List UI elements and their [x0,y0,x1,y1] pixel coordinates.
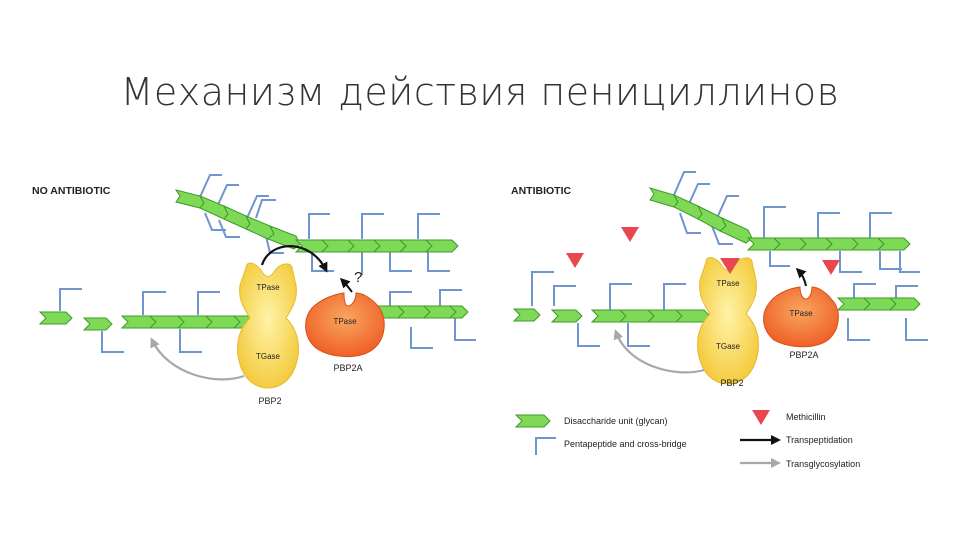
legend-methicillin-label: Methicillin [786,412,826,422]
peptide-stems-right [531,171,928,347]
glycan-chain-upper-right [648,187,911,251]
legend-peptide: Pentapeptide and cross-bridge [535,437,687,455]
transglycosylation-arrow-right [613,329,705,374]
pbp2-tgase-label-right: TGase [716,342,741,351]
glycan-swatch [514,414,551,428]
panel-antibiotic: ANTIBIOTIC [511,171,928,388]
panel-heading-antibiotic: ANTIBIOTIC [511,185,571,197]
pbp2-enzyme-right: TPase TGase PBP2 [697,257,759,388]
legend-transpeptidation: Transpeptidation [740,435,853,445]
pbp2a-enzyme-right: TPase PBP2A [763,286,839,360]
transpeptidation-arrow-pbp2 [260,245,328,273]
methicillin-triangle [621,227,639,242]
question-mark: ? [354,269,362,286]
pbp2a-name-label-right: PBP2A [789,350,818,360]
slide-title: Механизм действия пенициллинов [120,70,840,114]
panel-no-antibiotic: NO ANTIBIOTIC [32,174,476,406]
methicillin-triangle [822,260,840,275]
pbp2-tpase-label: TPase [256,283,280,292]
glycan-chain-lower-right [512,297,921,323]
methicillin-triangle [720,258,740,274]
legend-glycan-label: Disaccharide unit (glycan) [564,416,668,426]
legend: Disaccharide unit (glycan) Pentapeptide … [514,410,860,469]
pbp2-name-label-right: PBP2 [720,378,743,388]
pbp2-name-label: PBP2 [258,396,281,406]
methicillin-swatch [752,410,770,425]
pbp2-tpase-label-right: TPase [716,279,740,288]
glycan-chain-upper-left [174,189,459,253]
panel-heading-no-antibiotic: NO ANTIBIOTIC [32,185,111,197]
methicillin-triangle [566,253,584,268]
transpeptidation-arrow-pbp2a [339,277,353,293]
peptide-swatch [535,437,556,455]
legend-transglycosylation: Transglycosylation [740,458,860,469]
pbp2a-enzyme-left: TPase PBP2A [305,292,385,373]
transpeptidation-arrow-pbp2a-right [795,267,807,287]
legend-transpeptidation-label: Transpeptidation [786,435,853,445]
legend-glycan: Disaccharide unit (glycan) [514,414,668,428]
pbp2-tgase-label: TGase [256,352,281,361]
pbp2a-tpase-label: TPase [333,317,357,326]
legend-transglycosylation-label: Transglycosylation [786,459,860,469]
pbp2a-tpase-label-right: TPase [789,309,813,318]
legend-methicillin: Methicillin [752,410,826,425]
legend-peptide-label: Pentapeptide and cross-bridge [564,439,687,449]
glycan-chain-lower-left [38,305,469,331]
transglycosylation-arrow-left [150,337,245,381]
pbp2-enzyme-left: TPase TGase PBP2 [237,262,299,406]
pbp2a-name-label: PBP2A [333,363,362,373]
methicillin-markers [566,227,840,275]
